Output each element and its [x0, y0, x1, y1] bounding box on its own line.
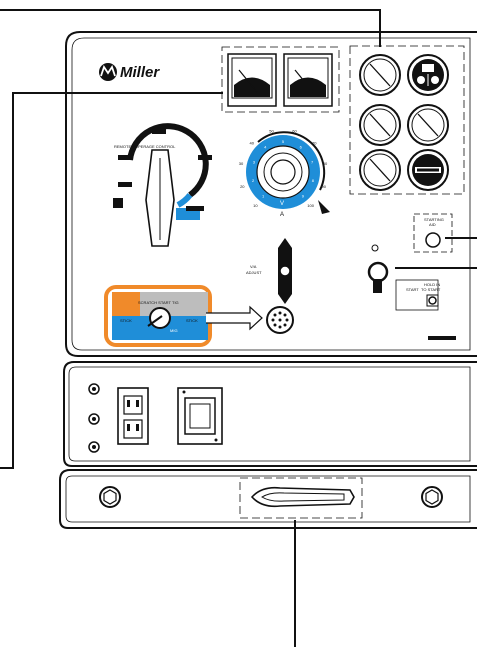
remote-14-pin-receptacle[interactable]: [266, 306, 294, 334]
dial-scale-label: 40: [249, 141, 254, 146]
dial-inner-scale-label: 9: [302, 194, 305, 199]
circuit-breaker-3[interactable]: [88, 441, 100, 453]
dial-inner-scale-label: 6: [300, 145, 303, 150]
weld-stud-right[interactable]: [421, 486, 443, 508]
arc-selector-pointer: [147, 315, 163, 327]
nameplate-mark: [428, 336, 456, 340]
logo-text: Miller: [120, 64, 160, 81]
dial-scale-label: 10: [253, 203, 258, 208]
start-button[interactable]: [426, 294, 439, 307]
dial-scale-label: 20: [240, 184, 245, 189]
dial-scale-label: 80: [323, 161, 328, 166]
miller-logo: Miller: [99, 63, 160, 81]
engine-switch[interactable]: [367, 261, 389, 293]
hour-meter: [407, 54, 449, 96]
dial-center-label: V: [280, 201, 284, 207]
va-adjust-label-1: V/A: [250, 264, 257, 269]
dial-inner-scale-label: 3: [253, 159, 256, 164]
bottom-panel-outline: [59, 469, 477, 529]
circuit-breaker-1[interactable]: [88, 383, 100, 395]
arc-label-scratch-start: SCRATCH START: [138, 300, 171, 305]
dial-inner-scale-label: 5: [282, 139, 285, 144]
meter-group-box: [221, 46, 340, 113]
leader-line-meters: [0, 92, 223, 469]
dial-scale-label: 30: [239, 161, 244, 166]
dial-inner-scale-label: 8: [312, 178, 315, 183]
engine-switch-start-label: START: [406, 287, 419, 292]
arrow-to-receptacle: [206, 305, 263, 331]
leader-line-top-gauges: [0, 9, 381, 47]
voltmeter: [227, 53, 277, 107]
amperage-dial-inner-scale: 1 2 3 4 5 6 7 8 9: [252, 139, 315, 199]
gauge-2: [359, 104, 401, 146]
gauge-1: [359, 54, 401, 96]
arc-label-stick-right: STICK: [186, 318, 198, 323]
ammeter: [283, 53, 333, 107]
starting-aid-button[interactable]: [425, 232, 441, 248]
gauge-3: [407, 104, 449, 146]
dial-scale-label: 60: [292, 129, 297, 134]
circuit-breaker-2[interactable]: [88, 413, 100, 425]
dial-scale-label: 90: [321, 184, 326, 189]
starting-aid-label-1: STARTING: [424, 217, 444, 222]
hold-to-start-line2: TO START: [421, 287, 441, 292]
arc-label-tig: TIG: [172, 300, 179, 305]
leader-lines: [0, 9, 477, 647]
twist-lock-receptacle[interactable]: [177, 387, 223, 445]
va-adjust-label-2: ADJUST: [246, 270, 262, 275]
gauge-4: [359, 149, 401, 191]
dial-inner-scale-label: 1: [262, 194, 265, 199]
middle-panel-outline: [63, 361, 477, 467]
handle-dashed-box: [239, 477, 363, 519]
duplex-receptacle[interactable]: [117, 387, 149, 445]
starting-aid-label-2: AID: [429, 222, 436, 227]
dial-scale-label: 70: [312, 141, 317, 146]
dial-inner-scale-label: 7: [311, 159, 314, 164]
bottom-panel-inner: [65, 475, 471, 523]
hold-to-start-line1: HOLD IN: [424, 282, 440, 287]
gauge-cluster-box: [349, 45, 465, 195]
front-panel-outline: [65, 31, 477, 357]
lift-handle[interactable]: [250, 486, 355, 508]
front-panel-inner: [71, 37, 471, 351]
fuel-indicator: [407, 149, 449, 191]
starting-aid-box: [413, 213, 453, 253]
amperage-dial-scale: 10 20 30 40 50 60 70 80 90 100: [239, 129, 328, 208]
dial-inner-scale-label: 2: [252, 178, 255, 183]
dial-unit-label: A: [280, 212, 284, 218]
middle-panel-inner: [68, 366, 471, 462]
va-adjust-control[interactable]: [278, 238, 292, 304]
run-indicator-icon: [371, 244, 379, 252]
process-selector[interactable]: REMOTE AMPERAGE CONTROL: [113, 123, 212, 247]
dial-inner-scale-label: 4: [264, 145, 267, 150]
dial-scale-label: 100: [307, 203, 314, 208]
weld-stud-left[interactable]: [99, 486, 121, 508]
arc-label-stick: STICK: [120, 318, 132, 323]
process-label-remote: REMOTE AMPERAGE CONTROL: [114, 144, 176, 149]
arc-control-panel: SCRATCH START TIG STICK STICK MIG: [104, 285, 212, 347]
amperage-dial[interactable]: [246, 131, 330, 214]
dial-scale-label: 50: [269, 129, 274, 134]
arc-label-mig: MIG: [170, 328, 178, 333]
